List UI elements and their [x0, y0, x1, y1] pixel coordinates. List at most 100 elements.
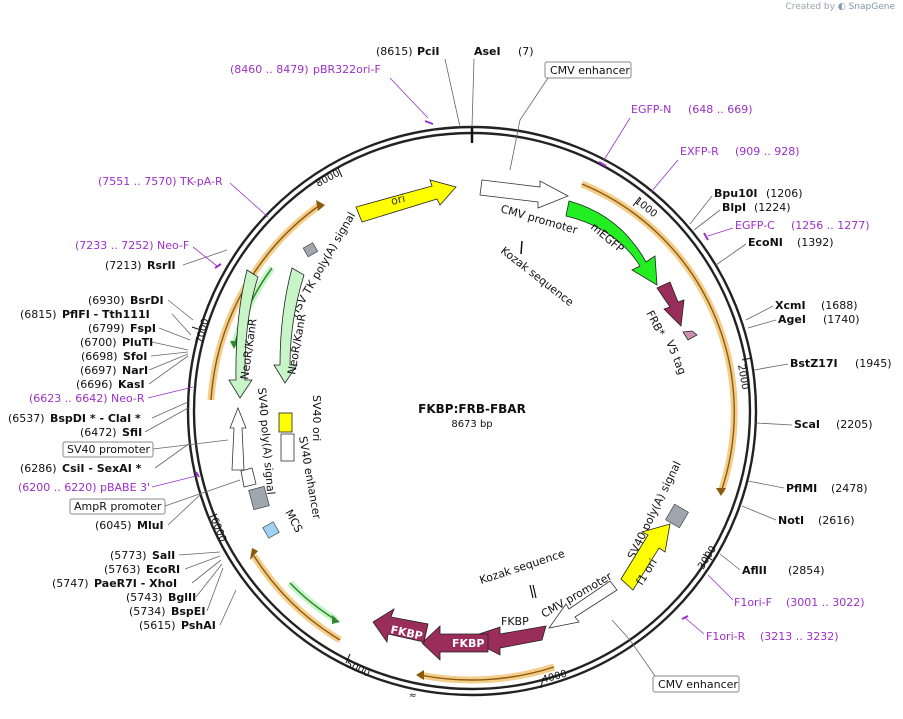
- scai-pos: (2205): [836, 418, 873, 431]
- tk-pa-r-name: TK-pA-R: [179, 175, 223, 188]
- mlui-name: MluI: [137, 519, 164, 532]
- exfp-r-name: EXFP-R: [680, 145, 719, 158]
- pcii-pos: (8615): [376, 45, 413, 58]
- sali-pos: (5773): [110, 549, 147, 562]
- sali-name: SalI: [152, 549, 175, 562]
- feature-neokanr-1: NeoR/KanR: [228, 269, 260, 399]
- tick-label-6000: 6000: [208, 516, 228, 544]
- boxed-sv40-promoter: SV40 promoter: [62, 439, 229, 458]
- ecori-name: EcoRI: [146, 563, 180, 576]
- f1ori-f-name: F1ori-F: [734, 596, 772, 609]
- pbr322ori-f-name: pBR322ori-F: [313, 63, 381, 76]
- econi-pos: (1392): [797, 236, 834, 249]
- cmv-enhancer-top-label: CMV enhancer: [550, 64, 630, 77]
- csii-pos: (6286): [20, 462, 57, 475]
- bspei-name: BspEI: [171, 605, 205, 618]
- egfp-c-range: (1256 .. 1277): [791, 219, 870, 232]
- bspdi-pos: (6537): [8, 412, 45, 425]
- primer-labels: (8460 .. 8479) pBR322ori-F EGFP-N (648 .…: [18, 63, 870, 643]
- rsrii-pos: (7213): [105, 259, 142, 272]
- ring-break-mark: ≈: [409, 691, 417, 701]
- pflfi-pos: (6815): [20, 308, 57, 321]
- sfoi-pos: (6698): [81, 350, 118, 363]
- econi-name: EcoNI: [748, 236, 783, 249]
- sfoi-name: SfoI: [123, 350, 147, 363]
- bglii-pos: (5743): [126, 591, 163, 604]
- scai-name: ScaI: [794, 418, 820, 431]
- fkbp-text-label: FKBP: [501, 615, 529, 628]
- noti-pos: (2616): [818, 514, 855, 527]
- neo-f-range: (7233 .. 7252): [75, 239, 154, 252]
- pshai-name: PshAI: [181, 619, 216, 632]
- feature-fkbp-arrow-1: FKBP: [372, 608, 429, 644]
- nari-name: NarI: [122, 364, 148, 377]
- paer7i-name: PaeR7I - XhoI: [94, 577, 177, 590]
- sv40-polya-left-label: SV40 poly(A) signal: [255, 387, 277, 495]
- pcii-name: PciI: [417, 45, 439, 58]
- blpi-name: BlpI: [722, 201, 746, 214]
- egfp-n-range: (648 .. 669): [688, 103, 753, 116]
- sfii-name: SfiI: [122, 426, 142, 439]
- bpu10i-name: Bpu10I: [714, 187, 758, 200]
- agei-pos: (1740): [823, 313, 860, 326]
- xcmi-pos: (1688): [821, 299, 858, 312]
- ori-label: ori: [390, 192, 407, 208]
- feature-sv40-promoter-arrow: [229, 406, 257, 488]
- feature-megfp: mEGFP: [565, 200, 658, 286]
- feature-cmv-promoter-bottom: CMV promoter: [539, 569, 618, 629]
- tick-label-5000: 5000: [344, 659, 372, 680]
- kozak-bottom-label: Kozak sequence: [478, 547, 567, 587]
- feature-gray-box-top: [302, 242, 319, 258]
- neo-r-name: Neo-R: [111, 392, 145, 405]
- csii-name: CsiI - SexAI *: [62, 462, 142, 475]
- pflmi-pos: (2478): [831, 482, 868, 495]
- credit-prefix: Created by: [785, 2, 835, 12]
- pluti-name: PluTI: [122, 336, 153, 349]
- egfp-c-name: EGFP-C: [735, 219, 775, 232]
- feature-frb: FRB*: [643, 281, 685, 339]
- left-site-labels: (7213) RsrII (6930) BsrDI (6815) PflFI -…: [8, 249, 237, 632]
- kozak-top-label: Kozak sequence: [498, 244, 576, 309]
- bstz17i-pos: (1945): [855, 357, 892, 370]
- rsrii-name: RsrII: [147, 259, 176, 272]
- sv40-promoter-label: SV40 promoter: [67, 443, 151, 456]
- tick-label-2000: 2000: [735, 364, 750, 391]
- paer7i-pos: (5747): [52, 577, 89, 590]
- aflii-pos: (2854): [788, 564, 825, 577]
- feature-fkbp-arrow-2: FKBP: [421, 625, 489, 661]
- fspi-pos: (6799): [88, 322, 125, 335]
- plasmid-name: FKBP:FRB-FBAR: [418, 402, 526, 416]
- noti-name: NotI: [778, 514, 804, 527]
- bglii-name: BglII: [168, 591, 196, 604]
- mcs-label: MCS: [282, 507, 305, 534]
- f1ori-f-range: (3001 .. 3022): [786, 596, 865, 609]
- fkbp-arrow-2-label: FKBP: [452, 637, 484, 650]
- exfp-r-range: (909 .. 928): [735, 145, 800, 158]
- asei-pos: (7): [518, 45, 534, 58]
- kasi-pos: (6696): [76, 378, 113, 391]
- bspdi-name: BspDI * - ClaI *: [50, 412, 141, 425]
- credit-brand: SnapGene: [848, 2, 895, 12]
- feature-sv40-ori: SV40 ori: [278, 395, 323, 441]
- aflii-name: AflII: [742, 564, 767, 577]
- asei-name: AseI: [474, 45, 501, 58]
- pflmi-name: PflMI: [786, 482, 817, 495]
- feature-mcs: MCS: [262, 507, 305, 539]
- bstz17i-name: BstZ17I: [790, 357, 838, 370]
- mlui-pos: (6045): [95, 519, 132, 532]
- bsrdi-name: BsrDI: [130, 294, 164, 307]
- agei-name: AgeI: [778, 313, 806, 326]
- sv40-enhancer-label: SV40 enhancer: [296, 435, 323, 520]
- bspei-pos: (5734): [129, 605, 166, 618]
- created-by-credit: Created by ◐ SnapGene: [785, 2, 895, 12]
- ecori-pos: (5763): [104, 563, 141, 576]
- feature-sv40-enhancer: SV40 enhancer: [280, 433, 323, 520]
- pbr322ori-f-range: (8460 .. 8479): [230, 63, 309, 76]
- f1ori-r-range: (3213 .. 3232): [760, 630, 839, 643]
- egfp-n-name: EGFP-N: [631, 103, 671, 116]
- plasmid-size: 8673 bp: [451, 419, 492, 430]
- f1ori-r-name: F1ori-R: [706, 630, 746, 643]
- neo-r-range: (6623 .. 6642): [29, 392, 108, 405]
- sfii-pos: (6472): [80, 426, 117, 439]
- tick-label-7000: 7000: [194, 317, 211, 344]
